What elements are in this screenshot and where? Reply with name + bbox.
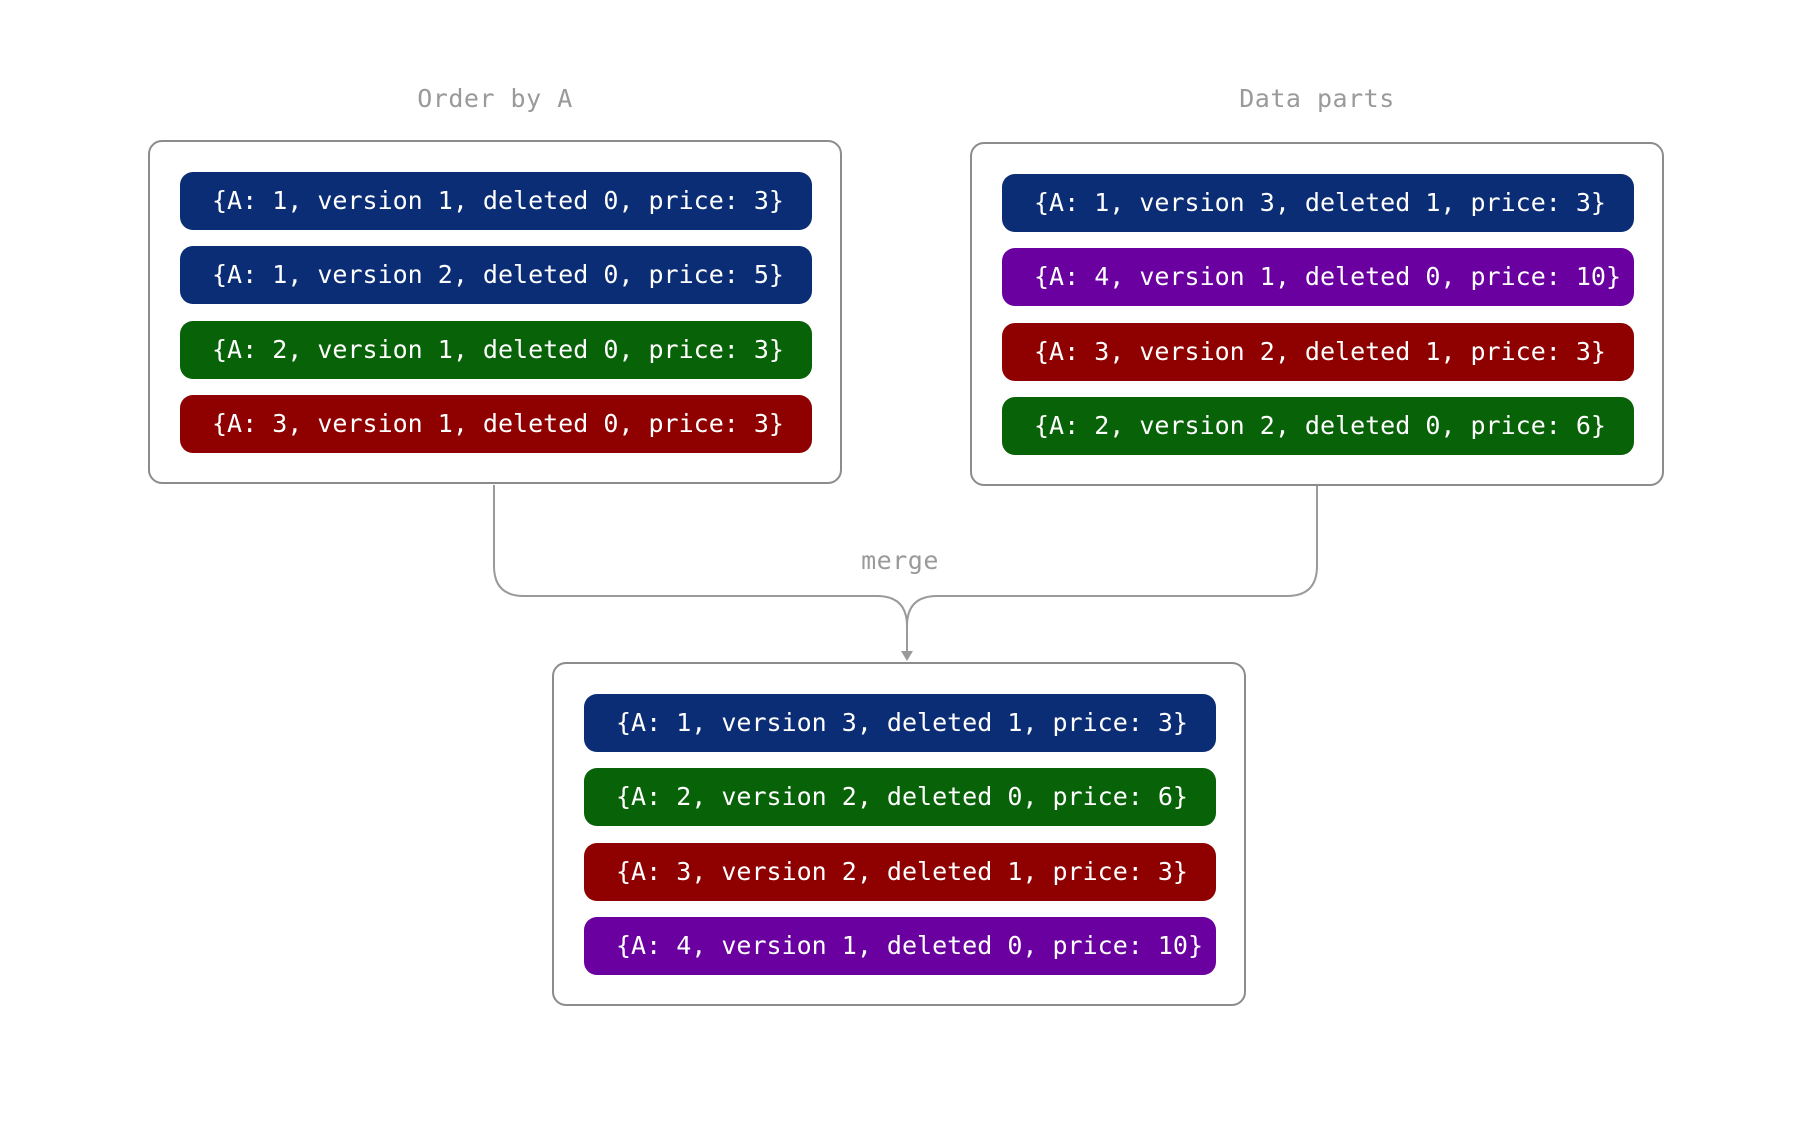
left-row-1: {A: 1, version 1, deleted 0, price: 3} (180, 172, 812, 230)
right-section-title: Data parts (1239, 84, 1395, 113)
order-by-a-box: {A: 1, version 1, deleted 0, price: 3} {… (148, 140, 842, 484)
result-row-4: {A: 4, version 1, deleted 0, price: 10} (584, 917, 1216, 975)
result-row-2: {A: 2, version 2, deleted 0, price: 6} (584, 768, 1216, 826)
data-parts-box: {A: 1, version 3, deleted 1, price: 3} {… (970, 142, 1664, 486)
merged-result-box: {A: 1, version 3, deleted 1, price: 3} {… (552, 662, 1246, 1006)
merge-label: merge (861, 546, 939, 575)
left-row-3: {A: 2, version 1, deleted 0, price: 3} (180, 321, 812, 379)
right-row-2: {A: 4, version 1, deleted 0, price: 10} (1002, 248, 1634, 306)
right-row-1: {A: 1, version 3, deleted 1, price: 3} (1002, 174, 1634, 232)
left-section-title: Order by A (417, 84, 573, 113)
right-row-3: {A: 3, version 2, deleted 1, price: 3} (1002, 323, 1634, 381)
result-row-3: {A: 3, version 2, deleted 1, price: 3} (584, 843, 1216, 901)
result-row-1: {A: 1, version 3, deleted 1, price: 3} (584, 694, 1216, 752)
merge-arrowhead (901, 651, 913, 661)
left-row-4: {A: 3, version 1, deleted 0, price: 3} (180, 395, 812, 453)
right-row-4: {A: 2, version 2, deleted 0, price: 6} (1002, 397, 1634, 455)
left-row-2: {A: 1, version 2, deleted 0, price: 5} (180, 246, 812, 304)
